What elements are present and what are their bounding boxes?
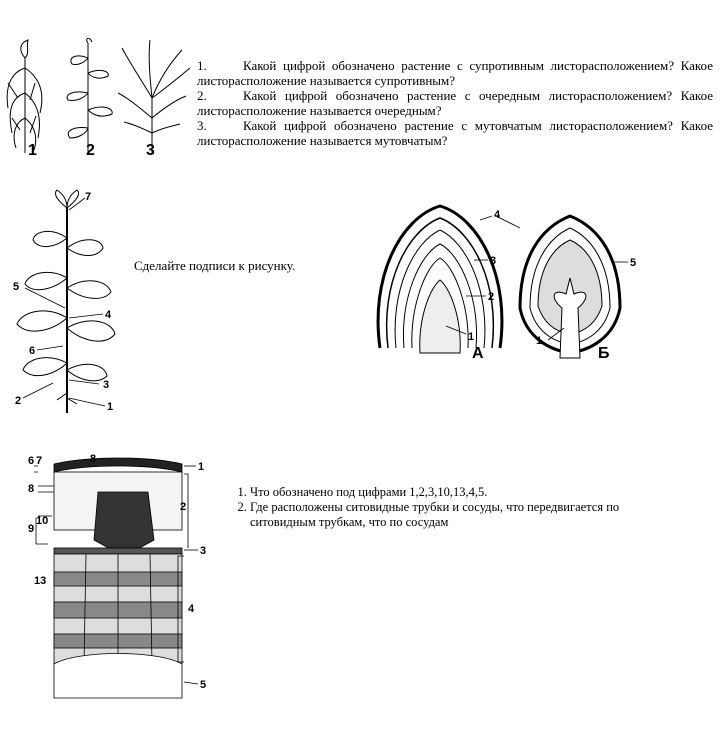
bud-label-1b: 1 (536, 335, 542, 347)
shoot-label-6: 6 (29, 345, 35, 357)
stem-section-figure: 6 7 8 1 8 2 10 9 3 13 4 5 (28, 452, 218, 700)
bud-figure: 4 3 2 1 5 1 А Б (370, 198, 640, 363)
stem-label-3: 3 (200, 545, 206, 557)
task-1: Что обозначено под цифрами 1,2,3,10,13,4… (250, 485, 682, 500)
stem-label-5: 5 (200, 679, 206, 691)
bud-label-5: 5 (630, 257, 636, 269)
question-1: 1.Какой цифрой обозначено растение с суп… (197, 58, 713, 88)
plant-3-drawing (118, 40, 190, 153)
shoot-figure: 7 5 4 6 3 2 1 (5, 188, 130, 418)
bud-letter-b: Б (598, 345, 610, 362)
stem-label-8: 8 (28, 483, 34, 495)
shoot-label-1: 1 (107, 401, 113, 413)
shoot-label-4: 4 (105, 309, 112, 321)
bud-letter-a: А (472, 345, 484, 362)
bud-label-1a: 1 (468, 331, 474, 343)
question-2: 2.Какой цифрой обозначено растение с оче… (197, 88, 713, 118)
caption-instruction: Сделайте подписи к рисунку. (134, 258, 295, 274)
stem-label-10: 10 (36, 515, 48, 527)
task-2: Где расположены ситовидные трубки и сосу… (250, 500, 682, 530)
stem-label-1: 1 (198, 461, 204, 473)
plant-2-drawing (67, 38, 112, 153)
question-3: 3.Какой цифрой обозначено растение с мут… (197, 118, 713, 148)
plant-label-2: 2 (86, 142, 95, 158)
plant-1-drawing (7, 40, 42, 153)
shoot-label-5: 5 (13, 281, 19, 293)
stem-label-8-top: 8 (90, 453, 96, 465)
bud-label-3: 3 (490, 255, 496, 267)
shoot-label-2: 2 (15, 395, 21, 407)
plant-label-3: 3 (146, 142, 155, 158)
shoot-label-3: 3 (103, 379, 109, 391)
stem-label-6: 6 (28, 455, 34, 467)
stem-label-7: 7 (36, 455, 42, 467)
stem-label-13: 13 (34, 575, 46, 587)
shoot-label-7: 7 (85, 191, 91, 203)
plant-label-1: 1 (28, 142, 37, 158)
bud-label-4: 4 (494, 209, 501, 221)
leaf-arrangement-figure: 1 2 3 (0, 38, 195, 158)
stem-label-2: 2 (180, 501, 186, 513)
bud-label-2: 2 (488, 291, 494, 303)
stem-label-9: 9 (28, 523, 34, 535)
tasks-block: Что обозначено под цифрами 1,2,3,10,13,4… (232, 485, 682, 530)
questions-block: 1.Какой цифрой обозначено растение с суп… (197, 58, 713, 148)
stem-label-4: 4 (188, 603, 195, 615)
